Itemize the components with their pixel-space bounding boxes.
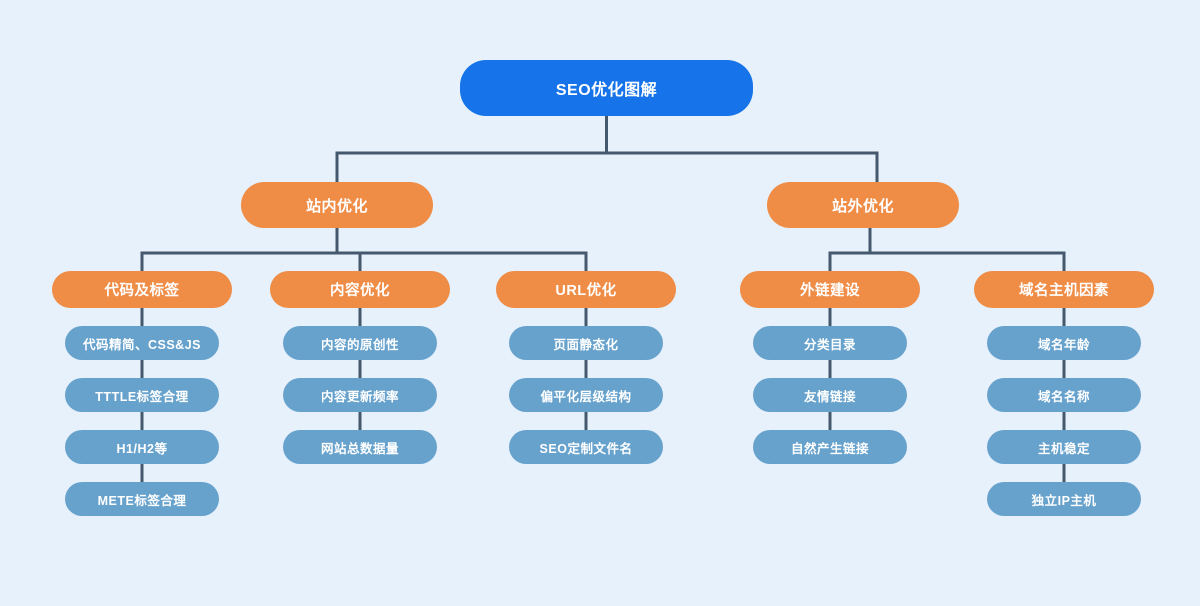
leaf-node-content-update-frequency: 内容更新频率	[283, 378, 437, 412]
leaf-node-h1-h2: H1/H2等	[65, 430, 219, 464]
connector-onsite-to-categories	[140, 228, 588, 271]
branch-node-offsite-optimization: 站外优化	[767, 182, 959, 228]
leaf-node-seo-custom-filename: SEO定制文件名	[509, 430, 663, 464]
leaf-node-dedicated-ip-host: 独立IP主机	[987, 482, 1141, 516]
category-node-domain-host-factors: 域名主机因素	[974, 271, 1154, 308]
root-node-seo-diagram: SEO优化图解	[460, 60, 753, 116]
category-node-code-and-tags: 代码及标签	[52, 271, 232, 308]
leaf-node-host-stability: 主机稳定	[987, 430, 1141, 464]
leaf-node-static-pages: 页面静态化	[509, 326, 663, 360]
leaf-node-friendly-links: 友情链接	[753, 378, 907, 412]
category-node-url-optimization: URL优化	[496, 271, 676, 308]
leaf-node-domain-age: 域名年龄	[987, 326, 1141, 360]
leaf-node-site-total-data: 网站总数据量	[283, 430, 437, 464]
connector-root-to-branches	[335, 116, 879, 182]
category-node-external-links: 外链建设	[740, 271, 920, 308]
leaf-node-title-tag: TTTLE标签合理	[65, 378, 219, 412]
leaf-node-code-minify-cssjs: 代码精简、CSS&JS	[65, 326, 219, 360]
leaf-node-meta-tag: METE标签合理	[65, 482, 219, 516]
leaf-node-domain-name: 域名名称	[987, 378, 1141, 412]
leaf-node-natural-links: 自然产生链接	[753, 430, 907, 464]
leaf-node-content-originality: 内容的原创性	[283, 326, 437, 360]
leaf-node-directory-listing: 分类目录	[753, 326, 907, 360]
branch-node-onsite-optimization: 站内优化	[241, 182, 433, 228]
category-node-content-optimization: 内容优化	[270, 271, 450, 308]
connector-offsite-to-categories	[828, 228, 1066, 271]
leaf-node-flat-hierarchy: 偏平化层级结构	[509, 378, 663, 412]
